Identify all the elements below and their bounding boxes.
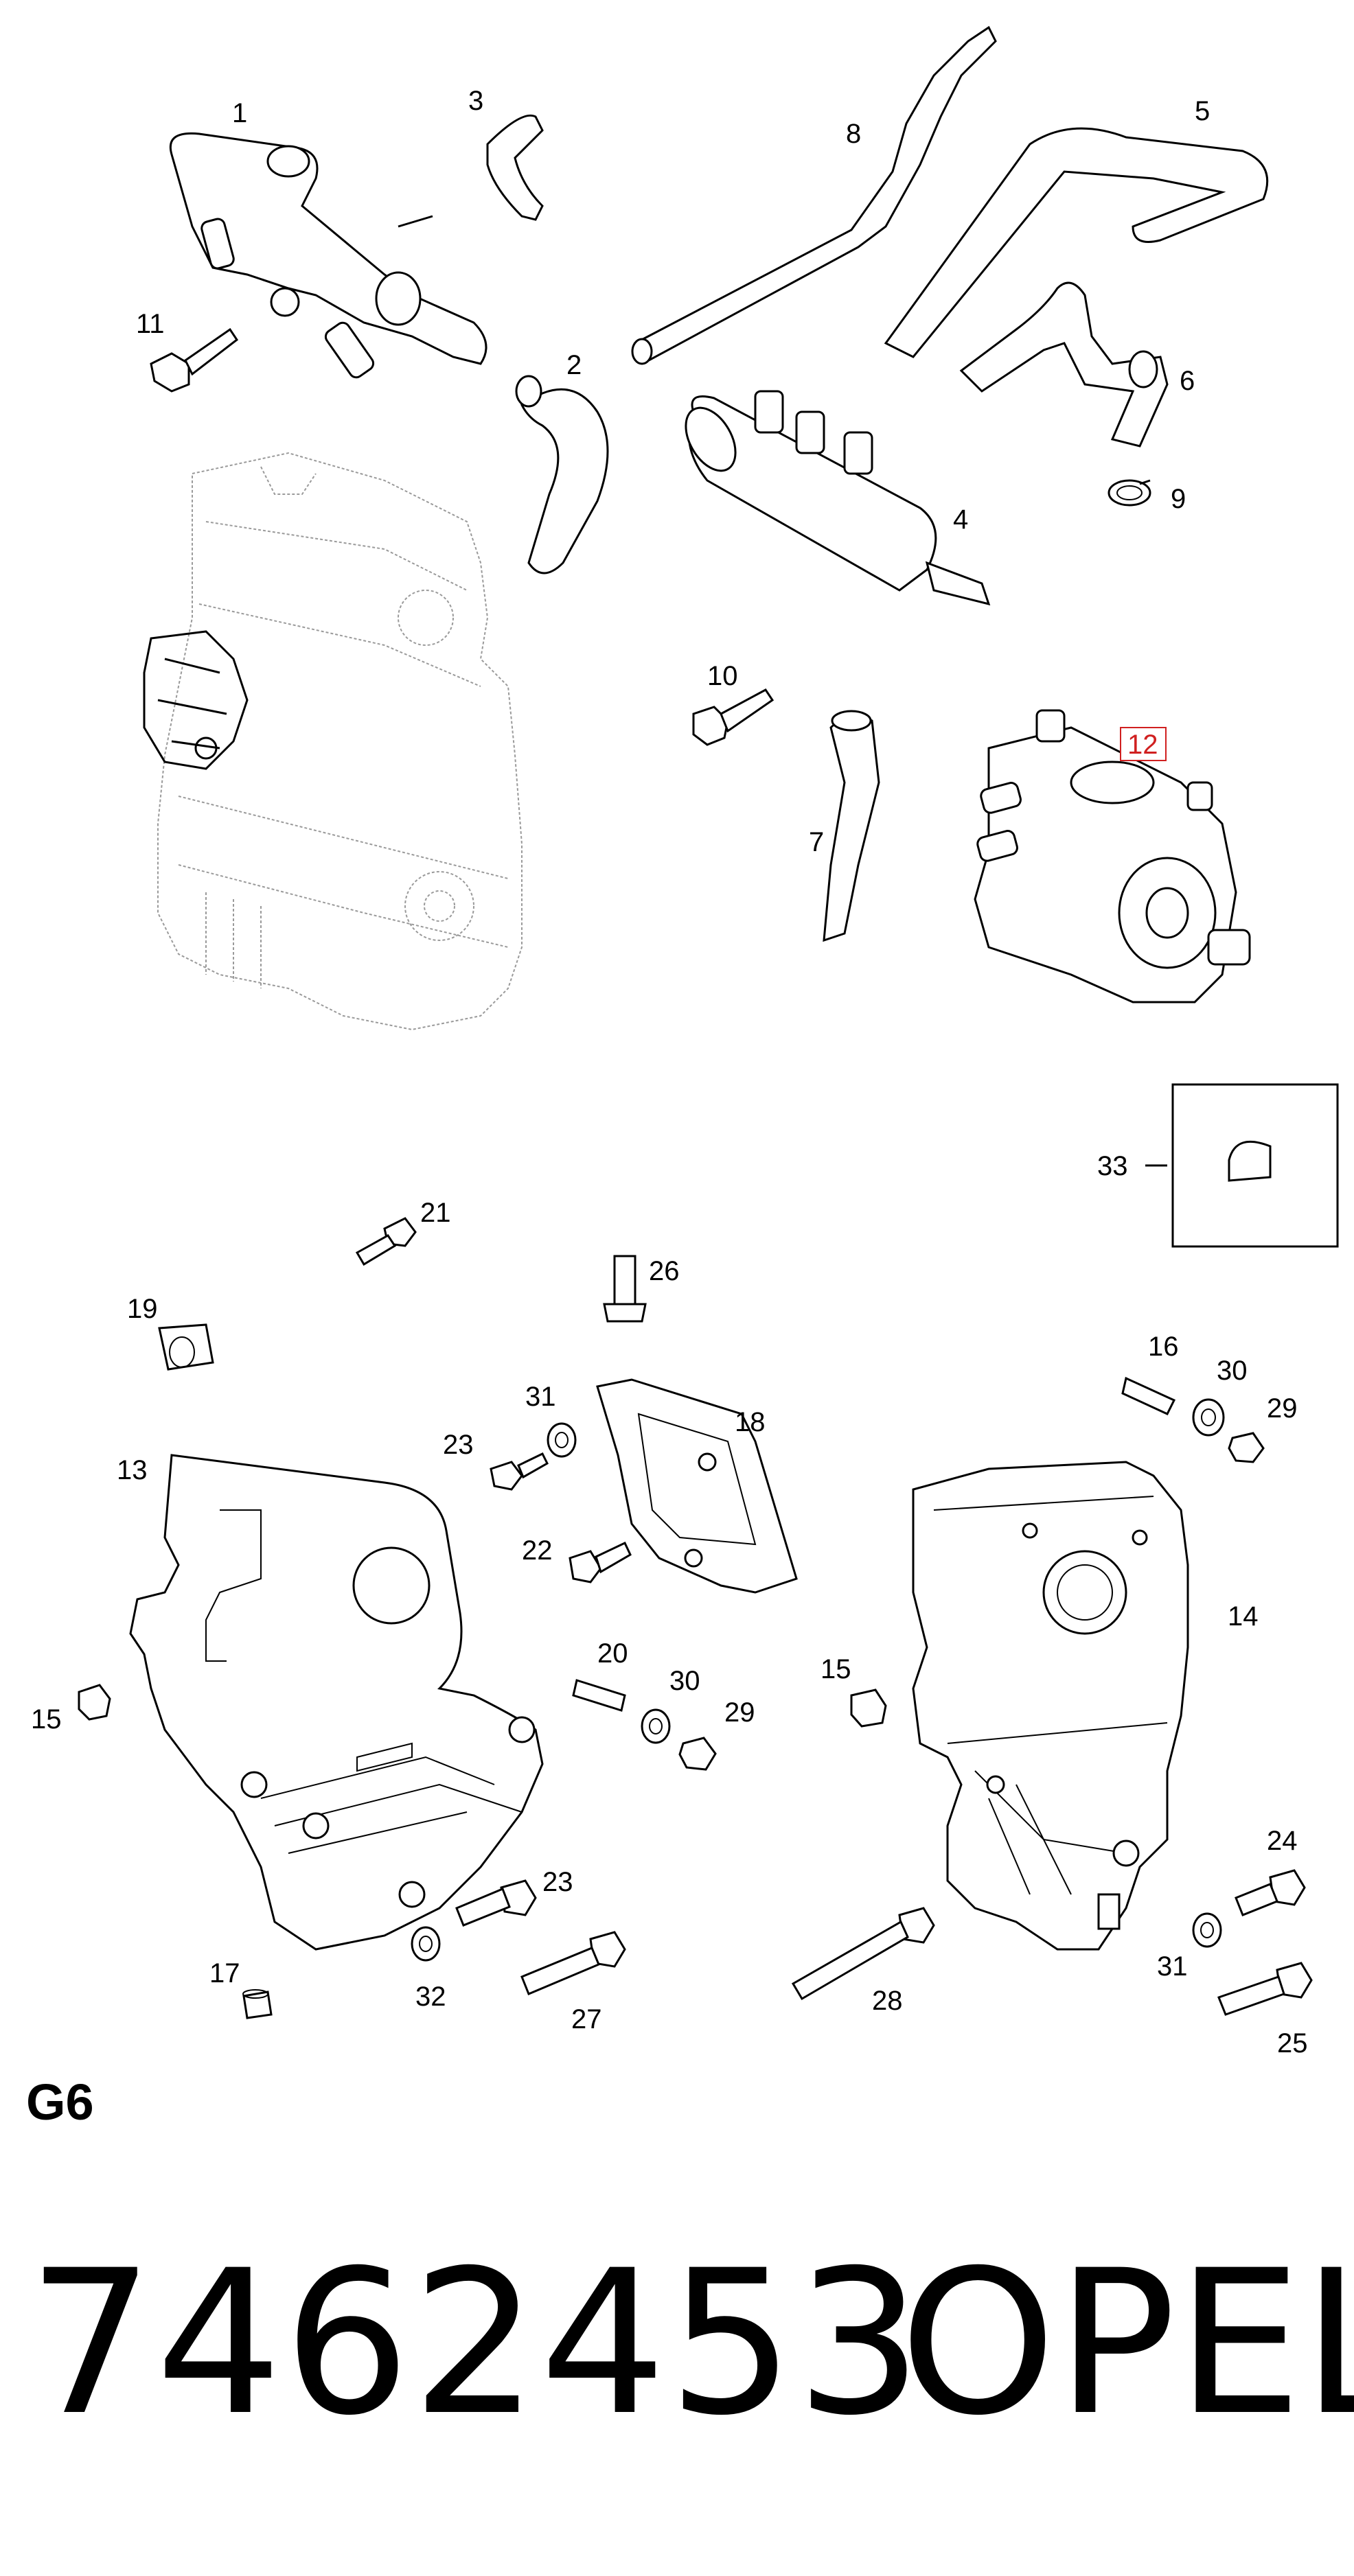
- callout-6: 6: [1180, 366, 1195, 396]
- callout-9: 9: [1171, 484, 1186, 514]
- part-7-hose[interactable]: [823, 710, 880, 942]
- part-24-bolt[interactable]: [1235, 1869, 1306, 1916]
- callout-33: 33: [1097, 1151, 1128, 1181]
- callout-4: 4: [953, 504, 968, 535]
- callout-15a: 15: [31, 1704, 62, 1734]
- callout-29b: 29: [724, 1697, 755, 1728]
- part-4-fuel-filter[interactable]: [676, 390, 991, 606]
- part-22-bolt[interactable]: [569, 1541, 632, 1583]
- callout-22: 22: [522, 1535, 553, 1566]
- callout-19: 19: [127, 1294, 158, 1324]
- group-label: G6: [26, 2074, 94, 2131]
- part-10-bolt[interactable]: [692, 688, 774, 746]
- part-11-bolt[interactable]: [150, 327, 239, 393]
- part-25-bolt[interactable]: [1217, 1962, 1313, 2016]
- callout-25: 25: [1277, 2028, 1308, 2058]
- callout-26: 26: [649, 1256, 680, 1286]
- part-16-stud[interactable]: [1121, 1376, 1176, 1415]
- part-3-hose[interactable]: [486, 114, 544, 221]
- part-28-bolt[interactable]: [791, 1907, 935, 2001]
- callout-28: 28: [872, 1986, 903, 2016]
- callout-10: 10: [707, 661, 738, 691]
- callout-27: 27: [571, 2004, 602, 2034]
- part-27-bolt[interactable]: [520, 1931, 626, 1995]
- part-23-bolt-upper[interactable]: [490, 1452, 549, 1491]
- part-8-fuel-pipe[interactable]: [631, 25, 997, 365]
- callout-30a: 30: [1217, 1356, 1248, 1386]
- part-5-hose[interactable]: [884, 127, 1269, 358]
- part-9-clamp[interactable]: [1108, 479, 1151, 507]
- part-18-cover[interactable]: [596, 1378, 798, 1594]
- callout-23a: 23: [443, 1430, 474, 1460]
- part-17-sleeve[interactable]: [242, 1989, 273, 2019]
- part-31-washer-lower[interactable]: [1192, 1912, 1222, 1948]
- part-number: 7462453: [27, 2228, 924, 2459]
- part-30-washer-lower[interactable]: [641, 1708, 671, 1744]
- callout-30b: 30: [669, 1666, 700, 1696]
- callout-20: 20: [597, 1638, 628, 1669]
- part-29-nut-lower[interactable]: [678, 1737, 717, 1771]
- part-33-key-box[interactable]: [1145, 1083, 1339, 1248]
- callout-11: 11: [136, 309, 165, 339]
- part-23-bolt-lower[interactable]: [455, 1879, 537, 1927]
- callout-31b: 31: [1157, 1951, 1188, 1982]
- callout-16: 16: [1148, 1332, 1179, 1362]
- engine-locator-pump-highlight: [143, 630, 249, 770]
- part-32-washer[interactable]: [411, 1926, 441, 1962]
- part-15-plug-left[interactable]: [78, 1684, 111, 1721]
- callout-32: 32: [415, 1982, 446, 2012]
- callout-7: 7: [809, 827, 824, 857]
- part-20-stud[interactable]: [572, 1679, 626, 1712]
- callout-29a: 29: [1267, 1393, 1298, 1424]
- part-6-hose[interactable]: [959, 281, 1169, 448]
- callout-21: 21: [420, 1198, 451, 1228]
- callout-31a: 31: [525, 1382, 556, 1412]
- callout-8: 8: [846, 119, 861, 149]
- callout-1: 1: [232, 98, 247, 128]
- callout-2: 2: [566, 350, 582, 380]
- brand-name: OPEL: [899, 2228, 1354, 2459]
- callout-12: 12: [1127, 730, 1158, 760]
- highlight-box-12: [1120, 727, 1167, 761]
- part-30-washer-upper[interactable]: [1192, 1398, 1225, 1437]
- callout-23b: 23: [542, 1867, 573, 1897]
- part-12-fuel-pump[interactable]: [974, 709, 1251, 1003]
- callout-3: 3: [468, 86, 483, 116]
- callout-14: 14: [1228, 1601, 1259, 1632]
- part-14-cover[interactable]: [912, 1461, 1189, 1951]
- callout-15b: 15: [821, 1654, 851, 1684]
- callout-17: 17: [209, 1958, 240, 1988]
- callout-5: 5: [1195, 96, 1210, 126]
- part-21-bolt[interactable]: [355, 1217, 417, 1266]
- callout-18: 18: [735, 1407, 766, 1437]
- part-13-bracket[interactable]: [129, 1454, 544, 1951]
- callout-24: 24: [1267, 1826, 1298, 1856]
- part-26-bolt[interactable]: [603, 1255, 647, 1323]
- engine-locator-outline: [157, 452, 523, 1031]
- part-1-fuel-pipe[interactable]: [170, 132, 487, 380]
- part-31-washer-upper[interactable]: [547, 1422, 577, 1458]
- callout-13: 13: [117, 1455, 148, 1485]
- part-2-hose[interactable]: [515, 375, 609, 575]
- part-29-nut-upper[interactable]: [1228, 1432, 1265, 1463]
- part-15-plug-right[interactable]: [850, 1689, 887, 1728]
- part-19-sleeve[interactable]: [158, 1323, 214, 1371]
